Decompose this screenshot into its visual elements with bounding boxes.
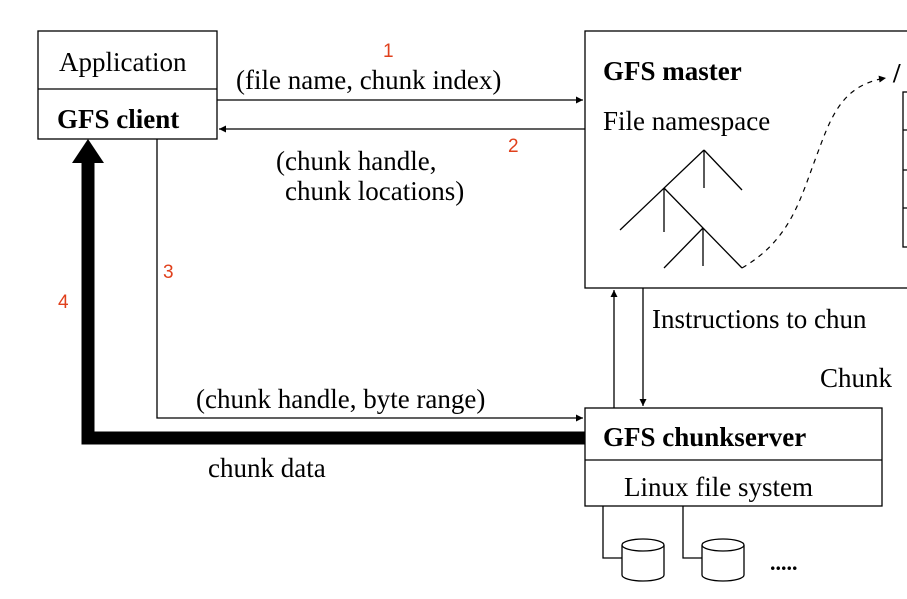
reply-label-line1: (chunk handle, [276, 146, 436, 176]
step-4-number: 4 [58, 292, 69, 313]
namespace-tree [619, 149, 743, 269]
gfs-client-box: Application GFS client [37, 30, 218, 140]
instructions-label: Instructions to chun [652, 304, 867, 334]
application-label: Application [59, 47, 187, 77]
reply-label-line2: chunk locations) [285, 176, 464, 206]
request-label: (file name, chunk index) [236, 65, 501, 95]
disks: ..... [602, 506, 798, 582]
read-request-label: (chunk handle, byte range) [196, 384, 485, 414]
step-2-number: 2 [508, 136, 519, 157]
read-request-arrow [156, 139, 583, 422]
step-1-number: 1 [383, 41, 394, 62]
chunkserver-outline [584, 407, 883, 507]
disk-icon-2 [701, 538, 745, 582]
chunkserver-state-label: Chunk [820, 363, 893, 393]
chunk-mapping-dashed-arrow [741, 75, 887, 269]
namespace-label: File namespace [603, 106, 770, 136]
more-disks-ellipsis: ..... [770, 550, 798, 575]
master-outline [584, 30, 907, 289]
gfs-chunkserver-box: GFS chunkserver Linux file system [584, 407, 883, 507]
client-outline [37, 30, 218, 140]
step-3-number: 3 [163, 262, 174, 283]
chunk-data-arrowhead [72, 139, 104, 163]
chunk-data-arrow [81, 162, 585, 445]
master-cut-off-label: / [892, 58, 901, 88]
linux-fs-label: Linux file system [624, 472, 813, 502]
gfs-master-box: GFS master File namespace / [584, 30, 907, 289]
gfs-client-label: GFS client [57, 104, 179, 134]
disk-icon-1 [621, 538, 665, 582]
chunk-mapping-table [902, 91, 907, 248]
master-title: GFS master [603, 56, 742, 86]
chunkserver-title: GFS chunkserver [603, 422, 806, 452]
chunk-data-label: chunk data [208, 453, 326, 483]
